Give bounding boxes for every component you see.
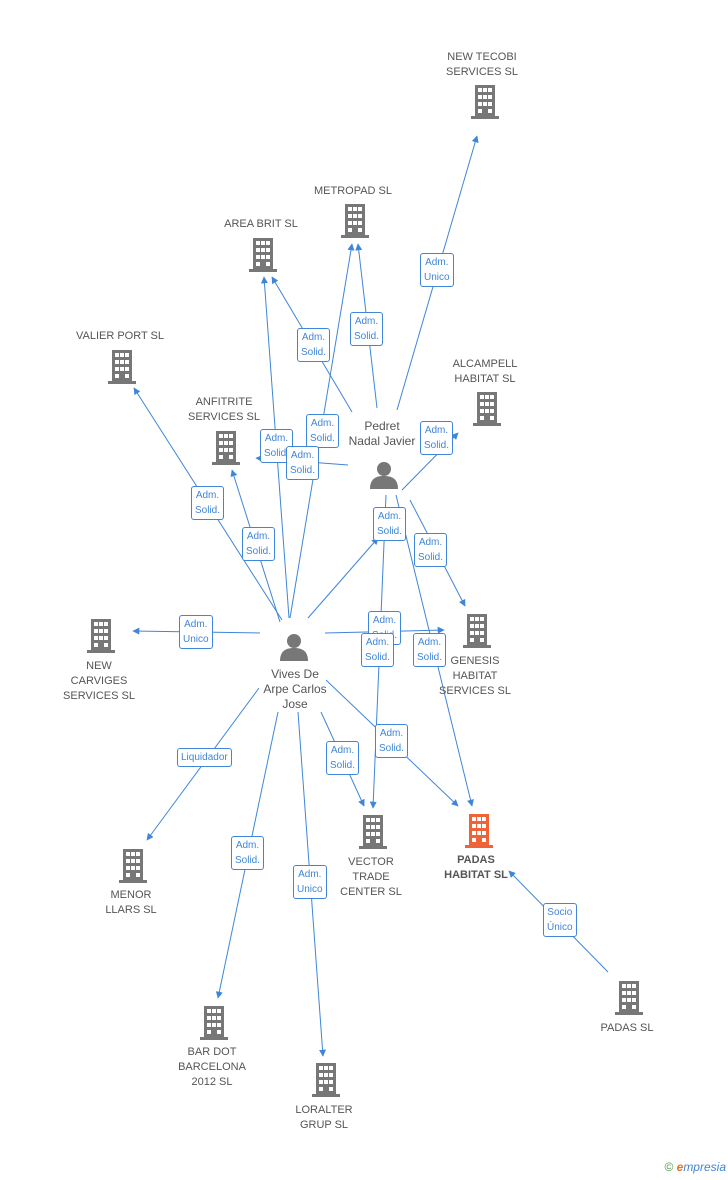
brand-rest: mpresia bbox=[683, 1160, 726, 1174]
building-icon-new-carviges[interactable] bbox=[87, 619, 115, 653]
edge-label-e7: Adm. Solid. bbox=[286, 446, 320, 480]
person-label-vives[interactable]: Vives De Arpe Carlos Jose bbox=[263, 667, 327, 711]
building-icon-valier-port[interactable] bbox=[108, 350, 136, 384]
person-icon-vives[interactable] bbox=[280, 634, 308, 661]
edge-label-e10: Adm. Solid. bbox=[373, 507, 407, 541]
company-label-new-tecobi[interactable]: NEW TECOBI SERVICES SL bbox=[446, 51, 518, 78]
building-icon-alcampell[interactable] bbox=[473, 392, 501, 426]
edge-line-e10 bbox=[307, 537, 379, 619]
edge-label-e12: Adm. Unico bbox=[179, 615, 213, 649]
building-icon-menor-llars[interactable] bbox=[119, 849, 147, 883]
building-icon-area-brit[interactable] bbox=[249, 238, 277, 272]
edge-label-e14: Adm. Solid. bbox=[361, 633, 395, 667]
edge-label-e19: Adm. Solid. bbox=[231, 836, 265, 870]
company-label-loralter[interactable]: LORALTER GRUP SL bbox=[295, 1104, 353, 1131]
building-icon-metropad[interactable] bbox=[341, 204, 369, 238]
building-icon-bar-dot[interactable] bbox=[200, 1006, 228, 1040]
edge-label-e3: Adm. Solid. bbox=[297, 328, 331, 362]
edge-label-e6: Adm. Solid. bbox=[306, 414, 340, 448]
company-label-new-carviges[interactable]: NEW CARVIGES SERVICES SL bbox=[63, 660, 135, 702]
company-label-genesis[interactable]: GENESIS HABITAT SERVICES SL bbox=[439, 655, 511, 697]
edge-label-e16: Liquidador bbox=[177, 748, 232, 767]
company-label-area-brit[interactable]: AREA BRIT SL bbox=[224, 218, 298, 230]
copyright-symbol: © bbox=[664, 1160, 674, 1174]
building-icon-new-tecobi[interactable] bbox=[471, 85, 499, 119]
company-label-anfitrite[interactable]: ANFITRITE SERVICES SL bbox=[188, 396, 260, 423]
building-icon-padas[interactable] bbox=[615, 981, 643, 1015]
company-label-vector[interactable]: VECTOR TRADE CENTER SL bbox=[340, 856, 402, 898]
building-icon-anfitrite[interactable] bbox=[212, 431, 240, 465]
company-label-bar-dot[interactable]: BAR DOT BARCELONA 2012 SL bbox=[178, 1046, 246, 1088]
company-label-menor-llars[interactable]: MENOR LLARS SL bbox=[105, 889, 157, 916]
building-icon-loralter[interactable] bbox=[312, 1063, 340, 1097]
building-icon-vector[interactable] bbox=[359, 815, 387, 849]
edge-label-e17: Adm. Solid. bbox=[326, 741, 360, 775]
person-label-pedret[interactable]: Pedret Nadal Javier bbox=[348, 419, 416, 448]
company-label-padas[interactable]: PADAS SL bbox=[600, 1022, 654, 1034]
building-icon-genesis[interactable] bbox=[463, 614, 491, 648]
edge-label-e1: Adm. Unico bbox=[420, 253, 454, 287]
edge-label-e15: Adm. Solid. bbox=[413, 633, 447, 667]
edge-label-e18: Adm. Solid. bbox=[375, 724, 409, 758]
company-label-padas-habitat[interactable]: PADAS HABITAT SL bbox=[444, 854, 508, 881]
empresia-logo: © empresia bbox=[664, 1160, 726, 1174]
person-icon-pedret[interactable] bbox=[370, 462, 398, 489]
company-label-metropad[interactable]: METROPAD SL bbox=[313, 185, 393, 197]
edge-label-e20: Adm. Unico bbox=[293, 865, 327, 899]
edge-label-e9: Adm. Solid. bbox=[242, 527, 276, 561]
company-label-valier-port[interactable]: VALIER PORT SL bbox=[75, 330, 165, 342]
building-icon-padas-habitat[interactable] bbox=[465, 814, 493, 848]
edge-label-e8: Adm. Solid. bbox=[191, 486, 225, 520]
edge-label-e11: Adm. Solid. bbox=[414, 533, 448, 567]
brand-e: e bbox=[676, 1160, 684, 1174]
edge-label-e2: Adm. Solid. bbox=[350, 312, 384, 346]
company-label-alcampell[interactable]: ALCAMPELL HABITAT SL bbox=[452, 358, 518, 385]
edge-label-e4: Adm. Solid. bbox=[420, 421, 454, 455]
edge-label-e21: Socio Único bbox=[543, 903, 577, 937]
